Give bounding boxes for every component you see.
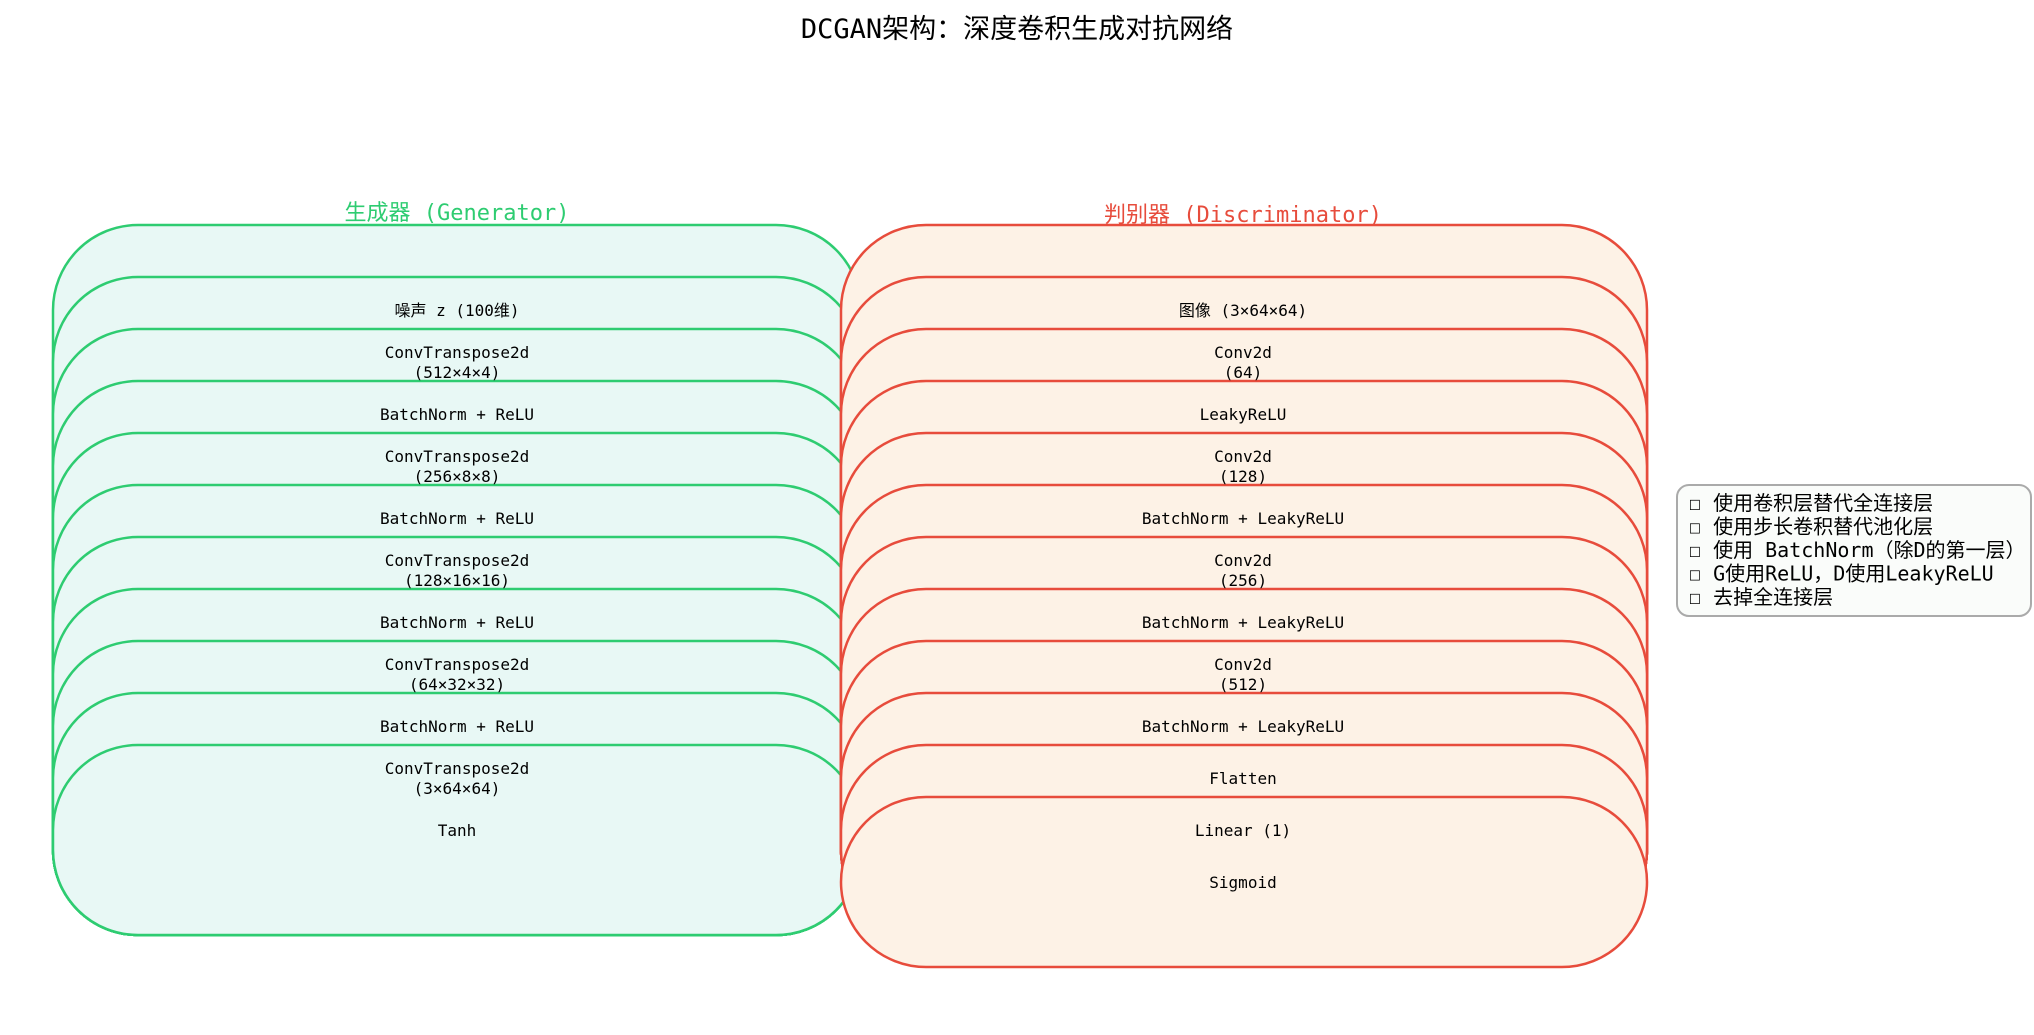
- generator-layer-line: ConvTranspose2d: [385, 551, 530, 570]
- generator-layer-label: 噪声 z (100维): [394, 301, 519, 320]
- discriminator-column: 判别器 (Discriminator) 图像 (3×64×64)Conv2d(6…: [839, 203, 1649, 969]
- generator-layer-line: BatchNorm + ReLU: [380, 509, 534, 528]
- discriminator-layer-line: Sigmoid: [1209, 873, 1276, 892]
- discriminator-layer-label: LeakyReLU: [1200, 405, 1287, 424]
- generator-labels: 噪声 z (100维)ConvTranspose2d(512×4×4)Batch…: [380, 301, 534, 840]
- diagram-title: DCGAN架构：深度卷积生成对抗网络: [801, 14, 1233, 45]
- discriminator-layer-line: (512): [1219, 675, 1267, 694]
- legend-item: ☐ G使用ReLU，D使用LeakyReLU: [1689, 562, 1994, 586]
- discriminator-layer-line: Conv2d: [1214, 655, 1272, 674]
- legend-item: ☐ 使用卷积层替代全连接层: [1689, 491, 1933, 515]
- legend-item: ☐ 使用 BatchNorm（除D的第一层）: [1689, 538, 2026, 562]
- discriminator-layer-label: Conv2d(256): [1214, 551, 1272, 590]
- generator-layer-line: (128×16×16): [404, 571, 510, 590]
- discriminator-layer-line: (128): [1219, 467, 1267, 486]
- discriminator-layer-label: Sigmoid: [1209, 873, 1276, 892]
- legend-items: ☐ 使用卷积层替代全连接层☐ 使用步长卷积替代池化层☐ 使用 BatchNorm…: [1689, 491, 2026, 609]
- discriminator-layer-line: Conv2d: [1214, 343, 1272, 362]
- discriminator-layer-label: BatchNorm + LeakyReLU: [1142, 613, 1344, 632]
- discriminator-layer-line: (256): [1219, 571, 1267, 590]
- generator-title: 生成器 (Generator): [345, 201, 570, 226]
- generator-layer-line: Tanh: [438, 821, 477, 840]
- discriminator-layer-line: 图像 (3×64×64): [1179, 301, 1307, 320]
- generator-layer-label: ConvTranspose2d(128×16×16): [385, 551, 530, 590]
- generator-layer-line: ConvTranspose2d: [385, 759, 530, 778]
- generator-layer-label: BatchNorm + ReLU: [380, 717, 534, 736]
- discriminator-layer-line: Linear (1): [1195, 821, 1291, 840]
- generator-layer-line: (64×32×32): [409, 675, 505, 694]
- discriminator-layer-line: Conv2d: [1214, 551, 1272, 570]
- generator-layer-label: BatchNorm + ReLU: [380, 405, 534, 424]
- generator-layer-label: BatchNorm + ReLU: [380, 613, 534, 632]
- discriminator-layer-line: BatchNorm + LeakyReLU: [1142, 717, 1344, 736]
- legend-box: [1676, 484, 2032, 617]
- generator-layer-label: Tanh: [438, 821, 477, 840]
- discriminator-layer-label: Conv2d(128): [1214, 447, 1272, 486]
- discriminator-layer-label: Conv2d(64): [1214, 343, 1272, 382]
- legend-item: ☐ 去掉全连接层: [1689, 585, 1833, 609]
- generator-layer-label: BatchNorm + ReLU: [380, 509, 534, 528]
- generator-layer-line: ConvTranspose2d: [385, 447, 530, 466]
- discriminator-layer-line: Conv2d: [1214, 447, 1272, 466]
- discriminator-layer-box: [839, 795, 1649, 969]
- legend-item: ☐ 使用步长卷积替代池化层: [1689, 515, 1933, 539]
- generator-layer-line: (512×4×4): [414, 363, 501, 382]
- generator-layer-label: ConvTranspose2d(3×64×64): [385, 759, 530, 798]
- discriminator-layer-label: Conv2d(512): [1214, 655, 1272, 694]
- generator-layer-line: ConvTranspose2d: [385, 343, 530, 362]
- generator-layer-label: ConvTranspose2d(64×32×32): [385, 655, 530, 694]
- discriminator-layer-label: BatchNorm + LeakyReLU: [1142, 509, 1344, 528]
- discriminator-layer-line: (64): [1224, 363, 1263, 382]
- generator-layer-label: ConvTranspose2d(512×4×4): [385, 343, 530, 382]
- generator-layer-line: 噪声 z (100维): [394, 301, 519, 320]
- discriminator-labels: 图像 (3×64×64)Conv2d(64)LeakyReLUConv2d(12…: [1142, 301, 1344, 892]
- discriminator-layer-label: Flatten: [1209, 769, 1276, 788]
- discriminator-layer-line: BatchNorm + LeakyReLU: [1142, 509, 1344, 528]
- discriminator-layer-label: Linear (1): [1195, 821, 1291, 840]
- discriminator-layer-label: BatchNorm + LeakyReLU: [1142, 717, 1344, 736]
- discriminator-layer-line: BatchNorm + LeakyReLU: [1142, 613, 1344, 632]
- legend: ☐ 使用卷积层替代全连接层☐ 使用步长卷积替代池化层☐ 使用 BatchNorm…: [1676, 484, 2032, 617]
- generator-layer-line: ConvTranspose2d: [385, 655, 530, 674]
- generator-layer-line: BatchNorm + ReLU: [380, 717, 534, 736]
- generator-boxes: [51, 223, 863, 937]
- generator-column: 生成器 (Generator) 噪声 z (100维) ConvTranspose…: [51, 201, 863, 937]
- discriminator-boxes: [839, 223, 1649, 969]
- discriminator-layer-line: Flatten: [1209, 769, 1276, 788]
- discriminator-layer-line: LeakyReLU: [1200, 405, 1287, 424]
- generator-layer-line: (256×8×8): [414, 467, 501, 486]
- discriminator-layer-label: 图像 (3×64×64): [1179, 301, 1307, 320]
- generator-layer-label: ConvTranspose2d(256×8×8): [385, 447, 530, 486]
- generator-layer-line: BatchNorm + ReLU: [380, 405, 534, 424]
- generator-layer-line: (3×64×64): [414, 779, 501, 798]
- generator-layer-line: BatchNorm + ReLU: [380, 613, 534, 632]
